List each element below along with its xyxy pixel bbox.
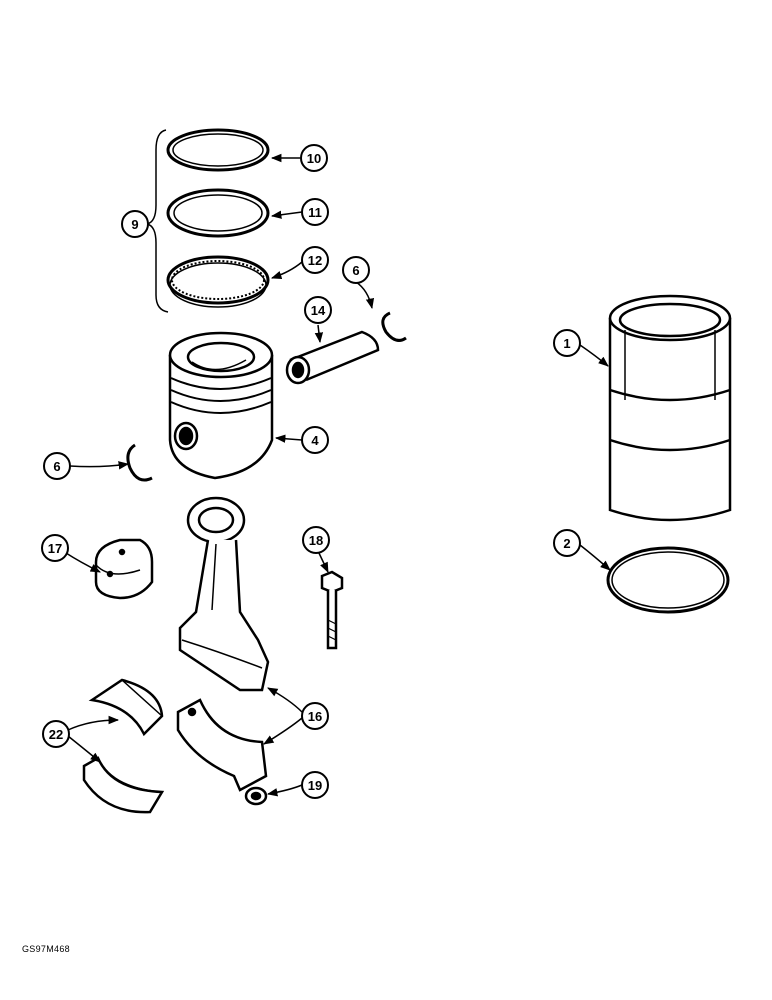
connecting-rod-cap xyxy=(176,698,268,792)
callout-22: 22 xyxy=(42,720,70,748)
svg-text:6: 6 xyxy=(53,459,60,474)
svg-text:2: 2 xyxy=(563,536,570,551)
svg-text:17: 17 xyxy=(48,541,62,556)
piston-ring-second xyxy=(166,188,270,238)
svg-text:16: 16 xyxy=(308,709,322,724)
svg-text:22: 22 xyxy=(49,727,63,742)
connecting-rod xyxy=(178,496,270,692)
connecting-rod-bolt xyxy=(320,570,344,650)
callout-1: 1 xyxy=(553,329,581,357)
callout-17: 17 xyxy=(41,534,69,562)
svg-text:10: 10 xyxy=(307,151,321,166)
callout-11: 11 xyxy=(301,198,329,226)
piston-ring-top xyxy=(166,128,270,172)
svg-text:4: 4 xyxy=(311,433,319,448)
svg-text:18: 18 xyxy=(309,533,323,548)
callout-6-left: 6 xyxy=(43,452,71,480)
callout-19: 19 xyxy=(301,771,329,799)
svg-text:12: 12 xyxy=(308,253,322,268)
liner-seal-ring xyxy=(606,546,730,614)
callout-12: 12 xyxy=(301,246,329,274)
snap-ring-left xyxy=(126,443,153,482)
svg-text:9: 9 xyxy=(131,217,138,232)
callout-14: 14 xyxy=(304,296,332,324)
cylinder-liner xyxy=(608,294,732,522)
drawing-reference-code: GS97M468 xyxy=(22,944,70,954)
piston-pin xyxy=(285,330,380,385)
piston xyxy=(168,331,274,480)
callout-16: 16 xyxy=(301,702,329,730)
callout-9: 9 xyxy=(121,210,149,238)
rod-bearing-shell-lower xyxy=(82,756,165,814)
callout-4: 4 xyxy=(301,426,329,454)
ring-set-brace xyxy=(146,129,169,313)
svg-text:14: 14 xyxy=(311,303,326,318)
piston-ring-oil-control xyxy=(166,255,270,308)
svg-text:6: 6 xyxy=(352,263,359,278)
svg-text:11: 11 xyxy=(308,205,322,220)
svg-text:1: 1 xyxy=(563,336,570,351)
snap-ring-right xyxy=(381,311,407,342)
callout-2: 2 xyxy=(553,529,581,557)
connecting-rod-bushing xyxy=(94,538,154,600)
svg-text:19: 19 xyxy=(308,778,322,793)
callout-18: 18 xyxy=(302,526,330,554)
callout-6-right: 6 xyxy=(342,256,370,284)
callout-10: 10 xyxy=(300,144,328,172)
rod-bearing-shell-upper xyxy=(88,678,164,737)
connecting-rod-nut xyxy=(244,786,268,806)
